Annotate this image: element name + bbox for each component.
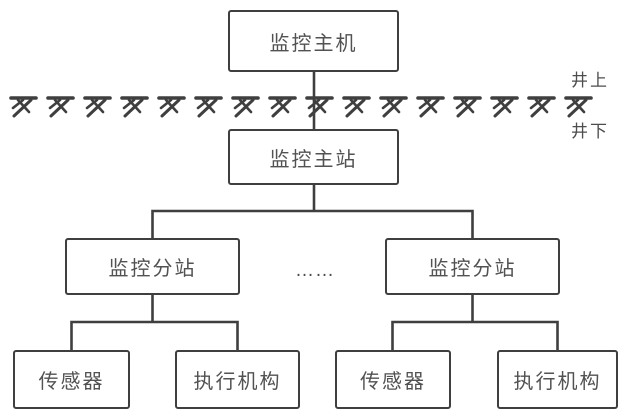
node-monitoring-host: 监控主机: [228, 10, 399, 72]
node-label: 传感器: [360, 371, 426, 393]
edge-substation-left-children: [70, 320, 239, 350]
ground-hatch-mark: [268, 96, 297, 118]
ground-hatch-mark: [527, 96, 556, 118]
ground-hatch-mark: [9, 96, 38, 118]
ground-hatch-mark: [46, 96, 75, 118]
node-label: 监控分站: [428, 258, 517, 280]
ellipsis-label: ……: [295, 260, 335, 281]
ground-surface-hatch: [9, 96, 593, 118]
node-label: 监控主站: [269, 148, 358, 171]
node-label: 监控分站: [108, 258, 197, 280]
ground-hatch-mark: [305, 96, 334, 118]
ground-hatch-mark: [194, 96, 223, 118]
label-above-ground: 井上: [571, 71, 609, 90]
ground-hatch-mark: [83, 96, 112, 118]
node-actuator-left: 执行机构: [175, 350, 300, 409]
label-below-ground: 井下: [571, 122, 609, 141]
node-label: 执行机构: [513, 371, 602, 393]
ground-hatch-mark: [453, 96, 482, 118]
ground-hatch-mark: [564, 96, 593, 118]
edge-substation-right-children: [391, 320, 559, 350]
node-actuator-right: 执行机构: [497, 350, 618, 409]
ground-hatch-mark: [490, 96, 519, 118]
ground-hatch-mark: [120, 96, 149, 118]
node-monitoring-master-station: 监控主站: [228, 129, 399, 185]
node-sensor-left: 传感器: [13, 350, 130, 409]
ground-hatch-mark: [231, 96, 260, 118]
node-sensor-right: 传感器: [335, 350, 451, 409]
edge-master-substations: [151, 209, 474, 238]
ground-hatch-mark: [342, 96, 371, 118]
node-label: 监控主机: [269, 32, 358, 55]
node-monitoring-substation-right: 监控分站: [385, 238, 560, 295]
node-label: 传感器: [38, 371, 105, 393]
ground-hatch-mark: [379, 96, 408, 118]
node-label: 执行机构: [193, 371, 282, 393]
node-monitoring-substation-left: 监控分站: [65, 238, 240, 295]
ground-hatch-mark: [416, 96, 445, 118]
ground-hatch-mark: [157, 96, 186, 118]
